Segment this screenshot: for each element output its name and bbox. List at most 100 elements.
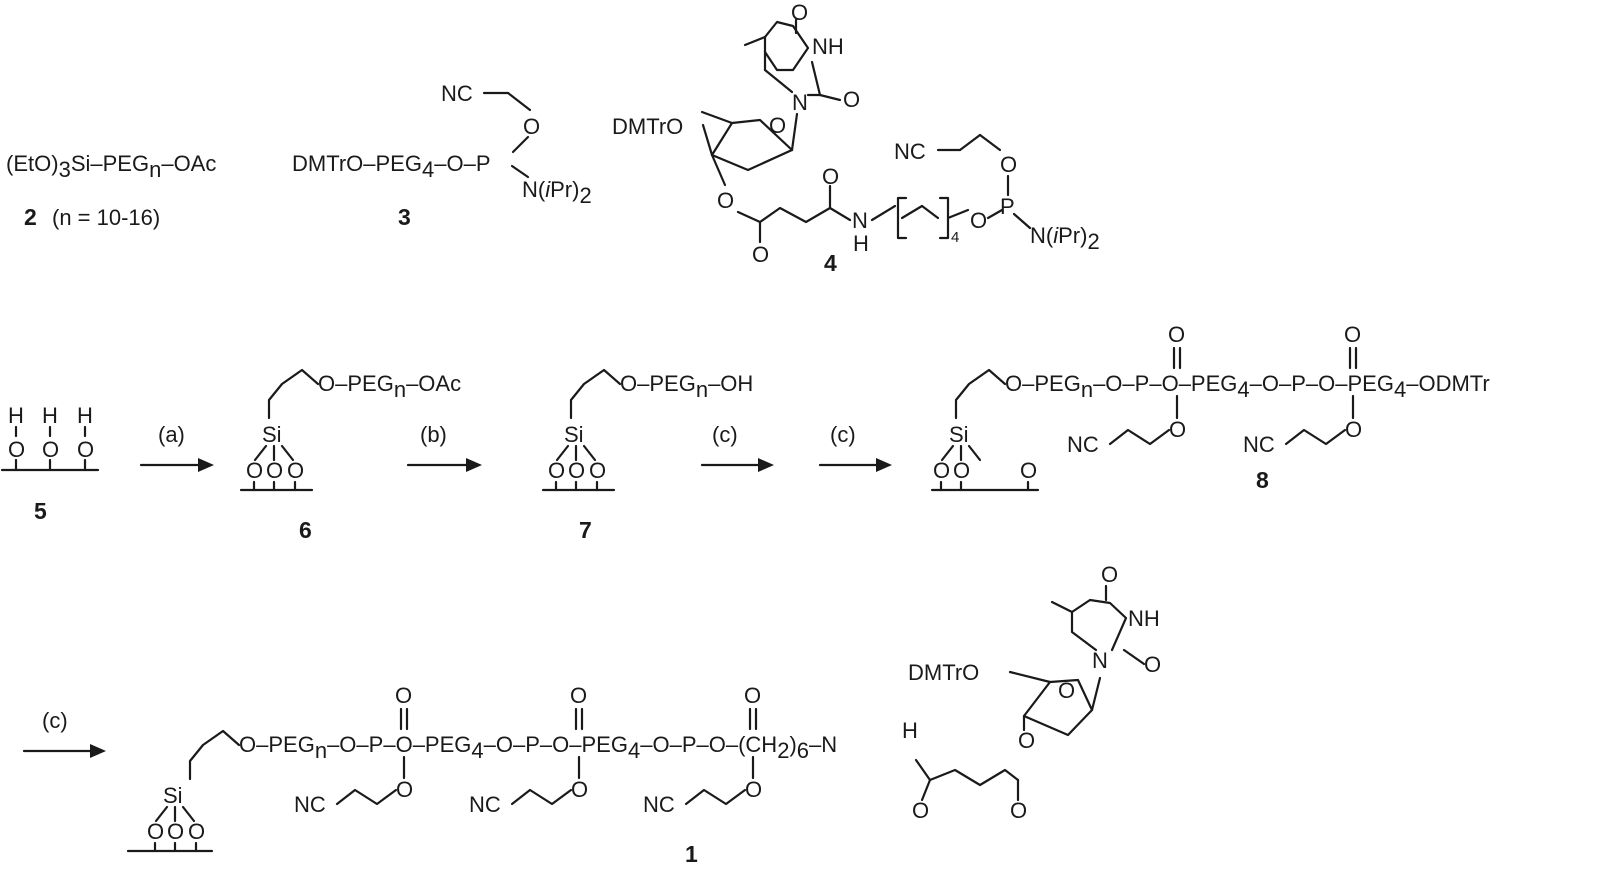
compound-1-o2: O (167, 819, 184, 844)
compound-8-p2-oce: O (1345, 417, 1362, 442)
compound-2-note: (n = 10-16) (52, 205, 160, 230)
compound-4-nh: NH (812, 34, 844, 59)
compound-5-h1: H (8, 403, 24, 428)
step-a-label: (a) (158, 422, 185, 447)
compound-1-number: 1 (685, 841, 698, 867)
compound-8-p1-o: O (1168, 322, 1185, 347)
sugar-ring (710, 118, 794, 172)
succinyl-linker (736, 206, 852, 224)
compound-4-sub4: 4 (951, 229, 959, 246)
compound-2-formula: (EtO)3Si–PEGn–OAc (6, 151, 216, 182)
compound-4-o-ring: O (769, 113, 786, 138)
compound-5-o2: O (42, 437, 59, 462)
compound-5-number: 5 (34, 498, 47, 524)
compound-8: Si O O O O–PEGn–O–P–O–PEG4–O–P–O–PEG4–OD… (930, 322, 1490, 493)
compound-1-p1-oce: O (396, 777, 413, 802)
compound-5: H H H O O O 5 (0, 403, 100, 524)
compound-1-o-ring: O (1058, 678, 1075, 703)
compound-8-p2-o: O (1344, 322, 1361, 347)
thymine-ring (1070, 598, 1128, 652)
compound-7-o3: O (589, 458, 606, 483)
compound-5-o1: O (8, 437, 25, 462)
glycosidic-bond (1090, 676, 1102, 712)
compound-4-o-phos: O (970, 208, 987, 233)
propyl-chain (569, 368, 622, 420)
compound-3-nc: NC (441, 81, 473, 106)
step-b: (b) (406, 422, 482, 472)
compound-1-si: Si (163, 783, 183, 808)
compound-8-o3: O (1020, 458, 1037, 483)
compound-6-number: 6 (299, 517, 312, 543)
compound-3-amine: N(iPr)2 (522, 177, 592, 208)
compound-1-p1-o: O (395, 683, 412, 708)
compound-4-dmtro: DMTrO (612, 114, 683, 139)
step-c-3: (c) (22, 708, 106, 758)
compound-5-h3: H (77, 403, 93, 428)
compound-1-p3-o: O (744, 683, 761, 708)
step-b-label: (b) (420, 422, 447, 447)
compound-1-chain: O–PEGn–O–P–O–PEG4–O–P–O–PEG4–O–P–O–(CH2)… (239, 732, 837, 763)
bracket-right (938, 196, 950, 240)
compound-6: Si O O O O–PEGn–OAc 6 (239, 368, 461, 543)
compound-1-dmtro: DMTrO (908, 660, 979, 685)
succinyl-linker (914, 758, 1020, 787)
compound-3-o: O (523, 114, 540, 139)
propyl-chain (267, 368, 320, 420)
compound-1-o3: O (188, 819, 205, 844)
compound-4-n: N (792, 90, 808, 115)
compound-2-number: 2 (24, 204, 37, 230)
compound-4-h: H (853, 231, 869, 256)
compound-1-nc2: NC (469, 792, 501, 817)
compound-8-si: Si (949, 422, 969, 447)
compound-7-chain: O–PEGn–OH (620, 371, 753, 402)
compound-1-p2-oce: O (571, 777, 588, 802)
compound-1-o-ester: O (1010, 798, 1027, 823)
compound-1-o-c2: O (1144, 652, 1161, 677)
compound-1: Si O O O O–PEGn–O–P–O–PEG4–O–P–O–PEG4–O–… (126, 562, 1161, 867)
compound-3: DMTrO–PEG4–O–P O NC N(iPr)2 3 (292, 81, 592, 230)
compound-5-h2: H (42, 403, 58, 428)
compound-1-o-top: O (1101, 562, 1118, 587)
compound-7-o2: O (568, 458, 585, 483)
compound-4-o-carbonyl2: O (822, 164, 839, 189)
compound-6-o2: O (266, 458, 283, 483)
compound-4: O NH O N O DMTrO O O O N H 4 O (612, 0, 1100, 276)
compound-7-si: Si (564, 422, 584, 447)
step-a: (a) (139, 422, 214, 472)
compound-1-o-3prime: O (1018, 728, 1035, 753)
compound-2: (EtO)3Si–PEGn–OAc 2 (n = 10-16) (6, 151, 216, 230)
step-c1-label: (c) (712, 422, 738, 447)
compound-1-p3-oce: O (745, 777, 762, 802)
compound-1-nc1: NC (294, 792, 326, 817)
compound-4-o-top: O (791, 0, 808, 25)
compound-3-number: 3 (398, 204, 411, 230)
compound-4-nc: NC (894, 139, 926, 164)
step-c-2: (c) (818, 422, 892, 472)
compound-6-o1: O (246, 458, 263, 483)
compound-7: Si O O O O–PEGn–OH 7 (541, 368, 753, 543)
step-c2-label: (c) (830, 422, 856, 447)
compound-4-p: P (1000, 194, 1015, 219)
compound-4-o-carbonyl1: O (752, 242, 769, 267)
compound-4-nh-amide: N (852, 208, 868, 233)
glycosidic-bond (790, 112, 799, 152)
compound-5-o3: O (77, 437, 94, 462)
propyl-chain (954, 368, 1007, 420)
compound-3-chain: DMTrO–PEG4–O–P (292, 151, 491, 182)
bracket-left (896, 196, 908, 240)
step-c-1: (c) (700, 422, 774, 472)
compound-4-amine: N(iPr)2 (1030, 223, 1100, 254)
compound-1-h: H (902, 718, 918, 743)
compound-8-number: 8 (1256, 467, 1269, 493)
compound-1-n: N (1092, 648, 1108, 673)
compound-6-chain: O–PEGn–OAc (318, 371, 461, 402)
methyl-bond (1050, 600, 1074, 614)
compound-3-bond (506, 91, 532, 112)
compound-8-p1-oce: O (1169, 417, 1186, 442)
step-c3-label: (c) (42, 708, 68, 733)
compound-8-nc2: NC (1243, 432, 1275, 457)
compound-1-nc3: NC (643, 792, 675, 817)
compound-8-chain: O–PEGn–O–P–O–PEG4–O–P–O–PEG4–ODMTr (1005, 371, 1490, 402)
compound-7-number: 7 (579, 517, 592, 543)
